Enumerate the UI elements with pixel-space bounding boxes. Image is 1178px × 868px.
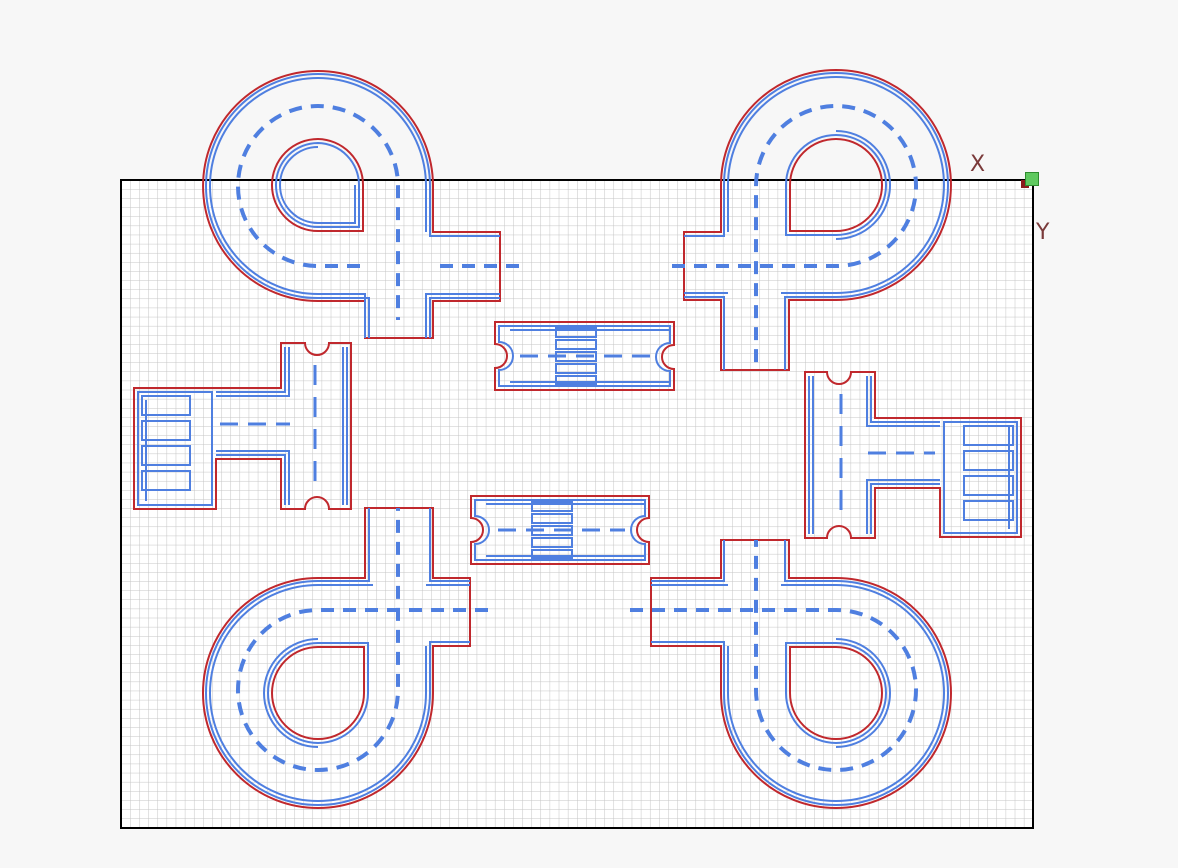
t-parking-piece-right[interactable] <box>804 371 1022 539</box>
y-axis-label: Y <box>1036 220 1050 245</box>
origin-handle[interactable] <box>1025 172 1039 186</box>
loop-piece-bottom-right[interactable] <box>630 539 952 810</box>
t-parking-piece-left[interactable] <box>133 342 352 510</box>
crosswalk-piece-bottom[interactable] <box>470 495 650 565</box>
work-area-border <box>120 179 1034 829</box>
crosswalk-piece-top[interactable] <box>494 321 675 391</box>
loop-piece-top-right[interactable] <box>672 68 952 371</box>
loop-piece-top-left[interactable] <box>202 69 520 339</box>
loop-piece-bottom-left[interactable] <box>202 507 488 810</box>
x-axis-label: X <box>970 152 986 177</box>
